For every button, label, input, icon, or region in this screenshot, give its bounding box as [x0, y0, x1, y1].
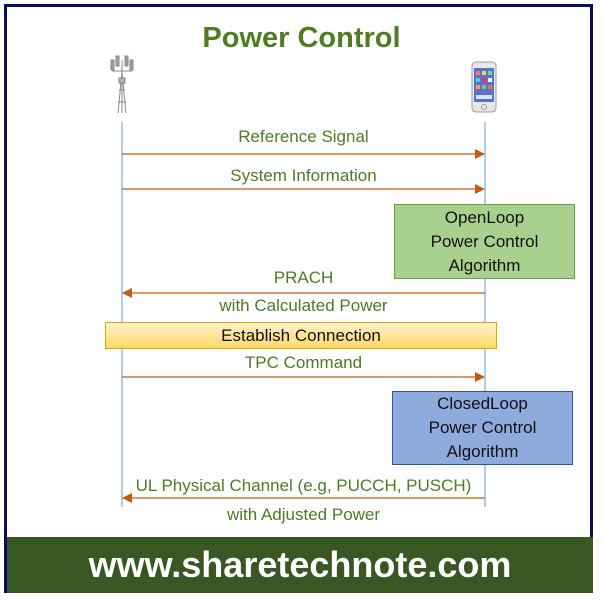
tpc-command-label: TPC Command — [244, 353, 363, 372]
system-information-label: System Information — [230, 166, 377, 185]
open-loop-box: OpenLoop Power Control Algorithm — [394, 204, 575, 279]
reference-signal-label: Reference Signal — [238, 127, 369, 146]
open-loop-line1: OpenLoop — [444, 207, 525, 227]
prach-sub-label: with Calculated Power — [219, 296, 388, 315]
ul-channel-label: UL Physical Channel (e.g, PUCCH, PUSCH) — [135, 476, 472, 495]
cell-tower-icon — [110, 55, 134, 114]
closed-loop-line3: Algorithm — [446, 442, 519, 461]
ul-channel-sub-label: with Adjusted Power — [226, 505, 381, 524]
smartphone-icon — [471, 61, 497, 113]
open-loop-line3: Algorithm — [448, 255, 521, 275]
open-loop-line2: Power Control — [430, 231, 539, 251]
closed-loop-line2: Power Control — [428, 418, 537, 437]
prach-label: PRACH — [273, 268, 334, 287]
footer-banner: www.sharetechnote.com — [7, 537, 593, 593]
establish-connection-band: Establish Connection — [105, 322, 497, 349]
closed-loop-line1: ClosedLoop — [437, 394, 528, 413]
closed-loop-box: ClosedLoop Power Control Algorithm — [392, 391, 573, 465]
diagram-title: Power Control — [202, 22, 401, 54]
